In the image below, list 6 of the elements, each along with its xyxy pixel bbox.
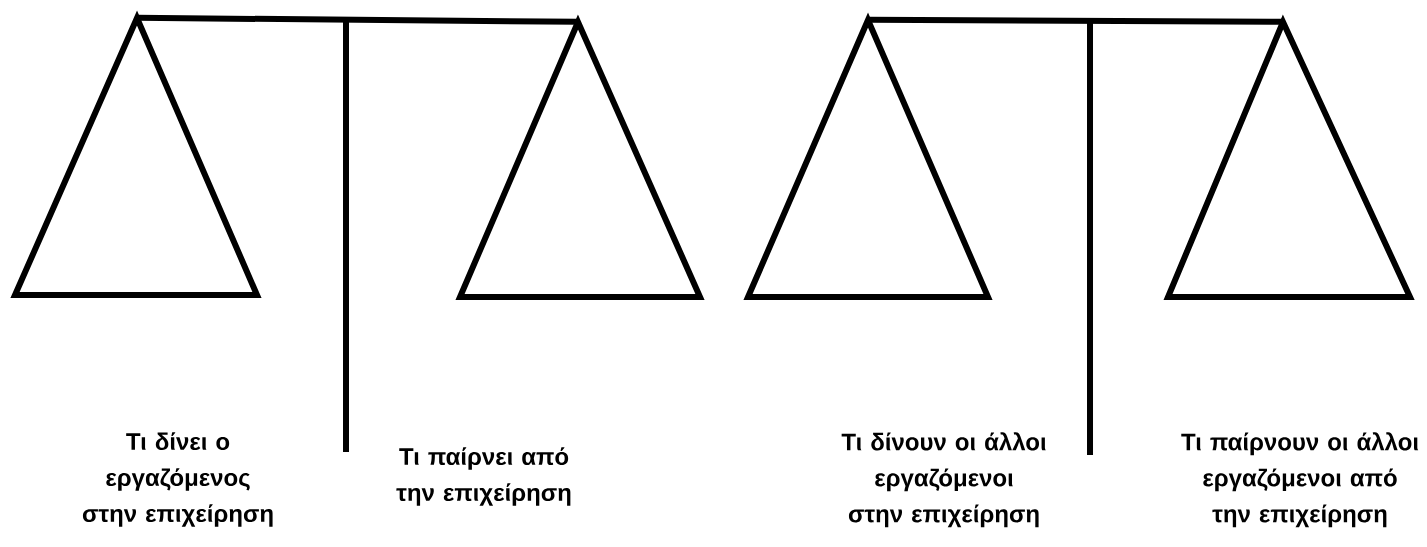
- caption-text: Τι δίνει ο εργαζόμενος στην επιχείρηση: [82, 432, 273, 527]
- balance-beam: [868, 16, 1284, 25]
- caption-text: Τι δίνουν οι άλλοι εργαζόμενοι στην επιχείρηση: [841, 432, 1046, 528]
- caption-text: Τι παίρνουν οι άλλοι εργαζόμενοι από την επιχείρηση: [1181, 432, 1419, 528]
- caption-text: Τι παίρνει από την επιχείρηση: [396, 447, 571, 506]
- balance-beam: [136, 14, 579, 25]
